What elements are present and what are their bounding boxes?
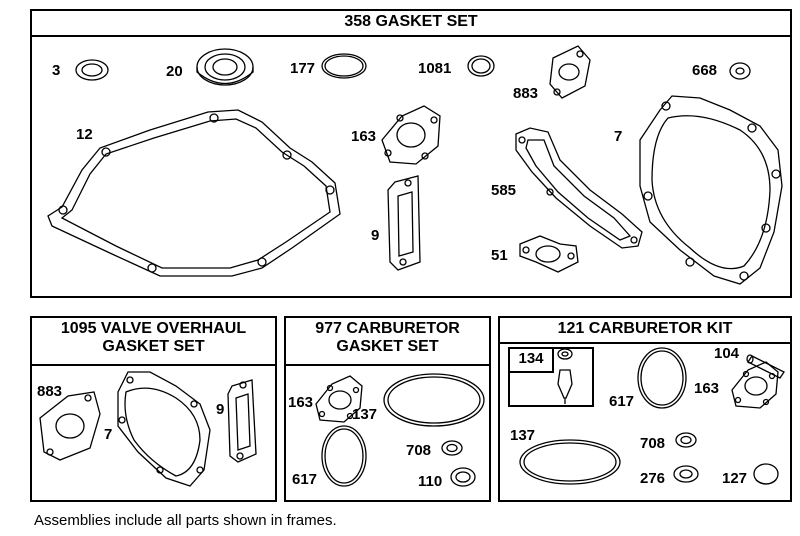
head-gasket-part-7 — [639, 95, 783, 285]
frame-358-gasket-set: 358 GASKET SET — [30, 9, 792, 298]
part-label-9: 9 — [371, 227, 380, 244]
seal-ring-part-3 — [75, 59, 109, 81]
part-label-137-977: 137 — [352, 406, 378, 423]
footnote: Assemblies include all parts shown in fr… — [34, 512, 337, 529]
part-label-110-977: 110 — [418, 473, 443, 490]
part-label-7: 7 — [614, 128, 623, 145]
part-label-276-kit: 276 — [640, 470, 666, 487]
carburetor-gasket-part-163-kit — [731, 361, 779, 409]
ring-part-177 — [321, 53, 367, 79]
rocker-cover-gasket-part-9 — [387, 175, 421, 271]
frame-121-carburetor-kit: 121 CARBURETOR KIT — [498, 316, 792, 502]
frame-title-line2: GASKET SET — [102, 338, 205, 355]
frame-title: 1095 VALVE OVERHAUL GASKET SET — [32, 318, 275, 366]
frame-title: 358 GASKET SET — [32, 11, 790, 37]
part-label-104-kit: 104 — [714, 345, 740, 362]
frame-title-line1: 977 CARBURETOR — [315, 320, 460, 337]
o-ring-part-137-977 — [383, 373, 485, 427]
frame-title: 121 CARBURETOR KIT — [500, 318, 790, 344]
head-gasket-part-7-valve-set — [117, 371, 211, 487]
part-label-137-kit: 137 — [510, 427, 536, 444]
frame-title-text: 121 CARBURETOR KIT — [557, 320, 733, 337]
o-ring-part-617-977 — [321, 425, 367, 487]
crankcase-gasket-part-12 — [47, 109, 341, 277]
part-label-9-valve-set: 9 — [216, 401, 225, 418]
pin-part-104 — [746, 354, 785, 379]
part-label-163: 163 — [351, 128, 377, 145]
part-label-20: 20 — [166, 63, 183, 80]
part-label-668: 668 — [692, 62, 718, 79]
part-label-617-kit: 617 — [609, 393, 635, 410]
subassembly-frame-134: 134 — [508, 347, 594, 407]
float-needle-part-134 — [557, 348, 573, 404]
intake-gasket-part-883-valve-set — [39, 391, 101, 461]
plug-part-127-kit — [753, 463, 779, 485]
rocker-cover-gasket-part-9-valve-set — [227, 379, 257, 463]
part-label-12: 12 — [76, 126, 93, 143]
frame-title: 977 CARBURETOR GASKET SET — [286, 318, 489, 366]
part-label-3: 3 — [52, 62, 61, 79]
part-label-883-valve-set: 883 — [37, 383, 63, 400]
washer-part-668 — [729, 62, 751, 80]
intake-gasket-part-883 — [549, 45, 591, 99]
part-label-1081: 1081 — [418, 60, 452, 77]
part-label-617-977: 617 — [292, 471, 318, 488]
oil-seal-part-20 — [196, 48, 254, 86]
washer-part-276-kit — [673, 465, 699, 483]
washer-part-708-kit — [675, 432, 697, 448]
part-label-708-kit: 708 — [640, 435, 666, 452]
subassembly-label: 134 — [510, 349, 554, 373]
ring-part-1081 — [467, 55, 495, 77]
part-label-708-977: 708 — [406, 442, 432, 459]
frame-title-text: 358 GASKET SET — [344, 13, 478, 30]
washer-part-110-977 — [450, 467, 476, 487]
part-label-127-kit: 127 — [722, 470, 748, 487]
part-label-163-kit: 163 — [694, 380, 720, 397]
frame-title-line2: GASKET SET — [336, 338, 439, 355]
o-ring-part-137-kit — [519, 439, 621, 485]
breather-gasket-part-585 — [515, 127, 643, 249]
carburetor-gasket-part-163 — [381, 105, 441, 165]
carburetor-gasket-part-163-977 — [315, 375, 363, 423]
part-label-883: 883 — [513, 85, 539, 102]
washer-part-708-977 — [441, 440, 463, 456]
frame-title-line1: 1095 VALVE OVERHAUL — [60, 320, 247, 337]
o-ring-part-617-kit — [637, 347, 687, 409]
part-label-7-valve-set: 7 — [104, 426, 113, 443]
part-label-163-977: 163 — [288, 394, 314, 411]
part-label-51: 51 — [491, 247, 508, 264]
part-label-177: 177 — [290, 60, 316, 77]
part-label-585: 585 — [491, 182, 517, 199]
exhaust-gasket-part-51 — [519, 235, 579, 273]
